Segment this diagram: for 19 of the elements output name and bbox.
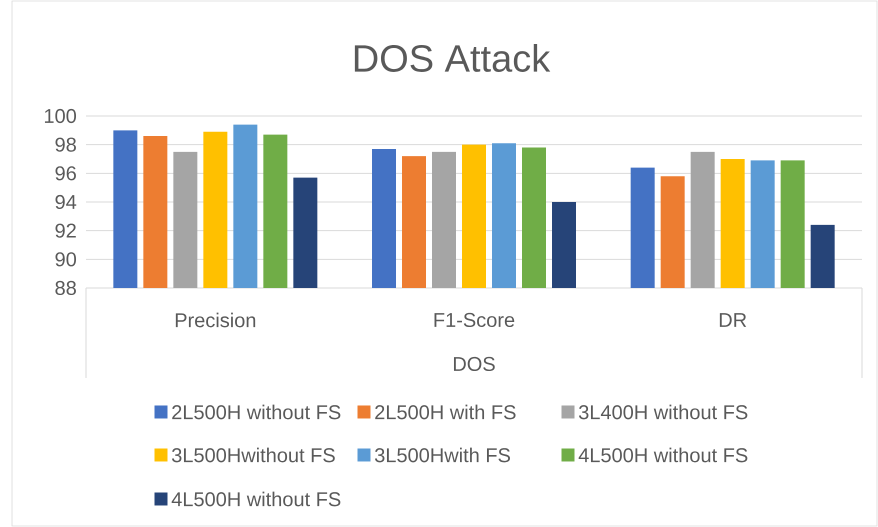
category-label: Precision	[176, 312, 256, 328]
legend-label: 2L500H without FS	[172, 404, 340, 420]
chart-title: DOS Attack	[354, 44, 550, 72]
legend-label: 4L500H without FS	[172, 492, 340, 506]
tick-label: 96	[56, 166, 76, 180]
tick-label: 92	[56, 224, 76, 238]
legend-label: 3L500Hwithout FS	[172, 448, 335, 462]
tick-label: 88	[55, 280, 76, 296]
legend-label: 3L400H without FS	[578, 404, 748, 420]
legend-label: 3L500Hwith FS	[374, 448, 510, 462]
tick-label: 100	[44, 108, 76, 124]
legend-label: 2L500H with FS	[375, 404, 516, 420]
tick-label: 94	[56, 194, 76, 210]
tick-label: 98	[56, 138, 76, 152]
legend-label: 4L500H without FS	[578, 448, 748, 462]
tick-label: 90	[56, 252, 76, 266]
axis-title: DOS	[454, 356, 495, 372]
category-label: F1-Score	[434, 312, 514, 328]
category-label: DR	[720, 313, 746, 327]
